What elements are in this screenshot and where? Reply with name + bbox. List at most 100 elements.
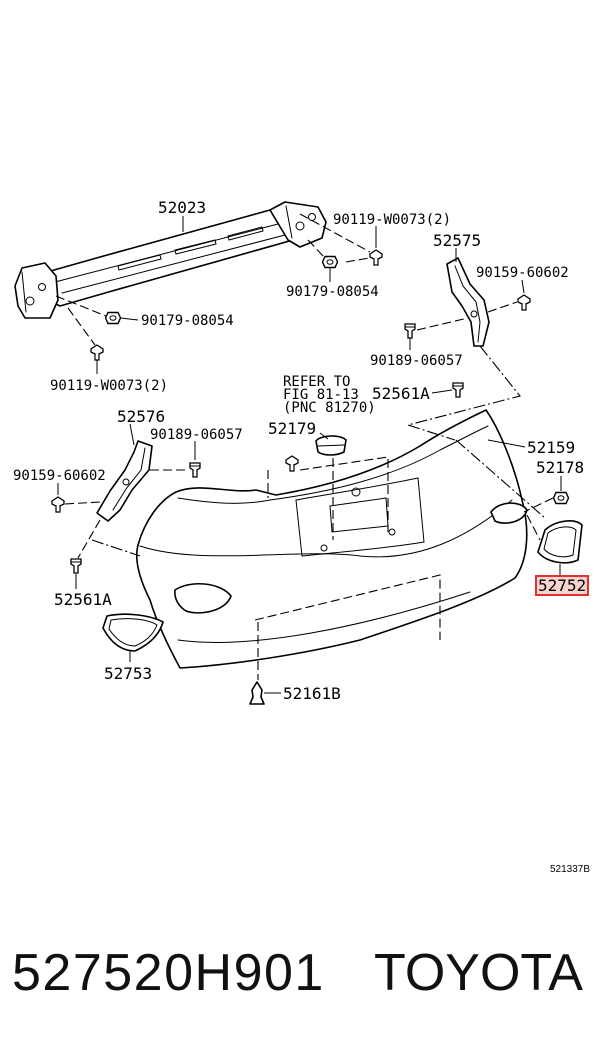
bumper-top-edge-line — [177, 425, 489, 504]
assembly-line-17 — [254, 574, 441, 640]
refer-note-line-1: REFER TO — [283, 374, 350, 390]
beam-flange-line-upper — [54, 223, 279, 283]
assembly-lines — [55, 213, 554, 680]
screw-90159-right-icon — [517, 294, 531, 311]
bumper-lower-lip-line — [177, 591, 471, 643]
bumper-left-reflector-hole — [174, 582, 232, 614]
screw-90119-top-icon — [369, 249, 383, 266]
clip-52561A-right-icon — [452, 382, 464, 398]
leader-52159 — [487, 439, 526, 448]
bracket-52575-body — [446, 257, 490, 347]
label-52179: 52179 — [268, 419, 316, 438]
assembly-line-3 — [345, 257, 370, 263]
label-52023: 52023 — [158, 198, 206, 217]
label-90189-right: 90189-06057 — [370, 353, 463, 369]
label-52752: 52752 — [538, 576, 586, 595]
assembly-line-2 — [307, 239, 326, 259]
license-plate-clip-hole-1 — [320, 544, 328, 552]
reinforcement-beam-52023 — [14, 201, 327, 319]
license-plate-clip-hole-2 — [388, 528, 396, 536]
part-labels: 52023 90119-W0073(2) 52575 90159-60602 9… — [13, 198, 590, 875]
footer-part-number: 527520H901 — [12, 944, 325, 1002]
nut-90179-mid-icon — [322, 255, 338, 269]
assembly-line-12 — [77, 519, 101, 559]
assembly-line-15 — [299, 456, 389, 532]
push-clip-52161B-icon — [249, 681, 265, 705]
bracket-52576-rib — [112, 447, 146, 511]
assembly-line-6 — [487, 301, 518, 313]
label-90179-left: 90179-08054 — [141, 313, 234, 329]
label-52561A-left: 52561A — [54, 590, 112, 609]
label-90189-left: 90189-06057 — [150, 427, 243, 443]
beam-body — [39, 209, 294, 307]
leader-52576 — [129, 423, 135, 446]
assembly-line-19 — [523, 497, 554, 513]
screw-52179-icon — [285, 455, 299, 472]
assembly-line-13 — [91, 539, 141, 557]
label-52178: 52178 — [536, 458, 584, 477]
footer: 527520H901 TOYOTA — [12, 944, 583, 1002]
assembly-line-5 — [55, 295, 107, 317]
label-52161B: 52161B — [283, 684, 341, 703]
bumper-cover-outline — [135, 409, 528, 669]
reflector-52752-body — [537, 520, 583, 564]
reflector-52752 — [537, 520, 583, 564]
refer-note-line-3: (PNC 81270) — [283, 400, 376, 416]
license-plate-recess — [295, 477, 425, 557]
beam-flange-line-lower — [61, 234, 286, 294]
screw-90159-left-icon — [51, 496, 65, 513]
highlight-box-52752 — [535, 575, 589, 596]
clip-90189-right-icon — [404, 323, 416, 339]
assembly-line-1 — [299, 213, 371, 253]
nut-52178-icon — [553, 491, 569, 505]
label-52576: 52576 — [117, 407, 165, 426]
leader-90179-left — [120, 317, 139, 321]
bumper-crease-line — [139, 499, 513, 558]
reflector-52753-lens — [108, 618, 158, 647]
beam-right-hole-1 — [295, 221, 305, 231]
beam-slot-1 — [117, 254, 162, 271]
bumper-cover-52159 — [135, 409, 528, 669]
reflector-52752-lens — [543, 526, 577, 558]
assembly-line-20 — [526, 514, 541, 541]
beam-left-hole-1 — [25, 296, 35, 306]
label-90159-left: 90159-60602 — [13, 468, 106, 484]
screw-90119-left-icon — [90, 344, 104, 361]
beam-slot-2 — [174, 239, 217, 255]
leader-52179 — [319, 432, 329, 440]
beam-slot-3 — [227, 226, 264, 241]
beam-right-bracket-line — [285, 205, 293, 239]
label-90119-top: 90119-W0073(2) — [333, 212, 451, 228]
clip-52561A-left-icon — [70, 558, 82, 574]
illustration-id: 521337B — [550, 864, 590, 875]
label-52575: 52575 — [433, 231, 481, 250]
license-plate-bolt-hole — [351, 487, 361, 497]
label-52753: 52753 — [104, 664, 152, 683]
part-52179-line — [317, 444, 345, 447]
beam-left-bracket — [14, 262, 59, 319]
assembly-line-11 — [64, 501, 101, 505]
side-bracket-52576 — [96, 440, 153, 522]
leader-52561A-right — [431, 389, 453, 394]
assembly-line-7 — [416, 317, 469, 331]
leader-90159-right — [521, 279, 525, 294]
part-52179 — [315, 435, 347, 456]
label-90159-right: 90159-60602 — [476, 265, 569, 281]
label-52561A-right: 52561A — [372, 384, 430, 403]
side-bracket-52575 — [446, 257, 490, 347]
refer-note-line-2: FIG 81-13 — [283, 387, 359, 403]
reflector-52753 — [102, 613, 164, 652]
label-90119-left: 90119-W0073(2) — [50, 378, 168, 394]
bracket-52576-hole — [122, 478, 130, 486]
label-90179-mid: 90179-08054 — [286, 284, 379, 300]
reflector-52753-body — [102, 613, 164, 652]
clip-90189-left-icon — [189, 462, 201, 478]
leader-lines — [57, 216, 562, 694]
assembly-line-8 — [406, 345, 521, 441]
bracket-52575-rib — [454, 265, 481, 343]
bracket-52575-hole — [470, 310, 478, 318]
assembly-line-4 — [67, 307, 96, 346]
nut-90179-left-icon — [105, 311, 121, 325]
label-52159: 52159 — [527, 438, 575, 457]
